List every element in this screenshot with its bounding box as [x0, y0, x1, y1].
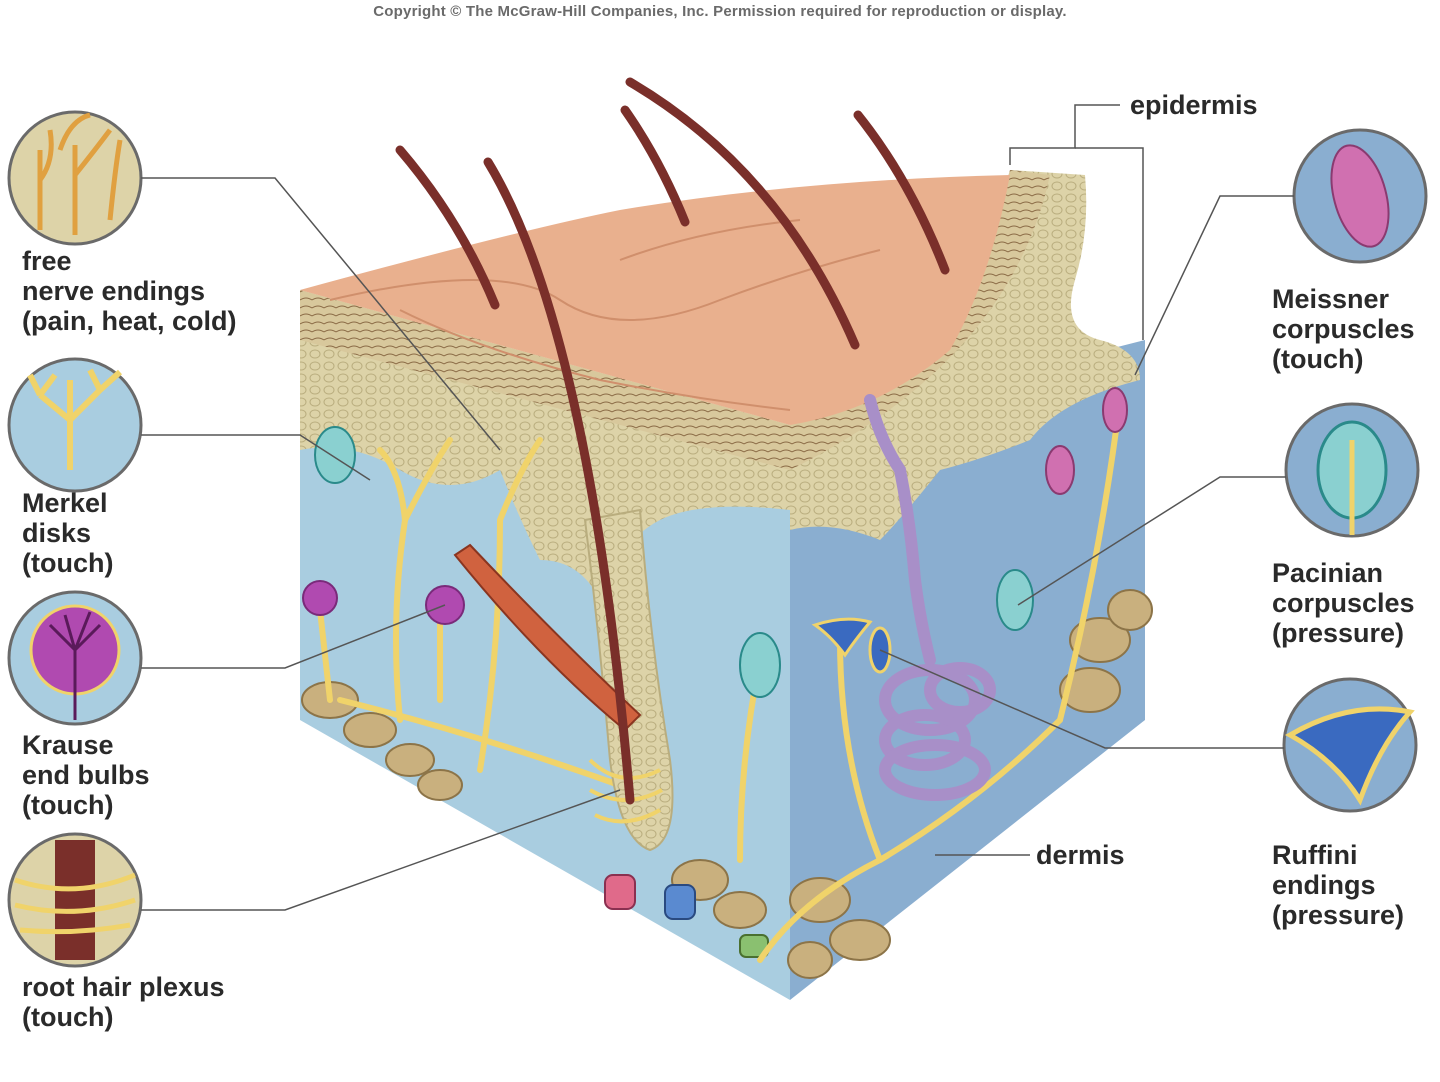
skin-block: [300, 77, 1153, 1000]
epidermis-right-layer: [790, 170, 1140, 540]
arrector-pili-muscle: [453, 543, 642, 732]
pacinian-corpuscle-in-skin-1: [739, 632, 781, 698]
ruffini-ending-in-skin: [811, 617, 873, 658]
inset-krause-end-bulbs: [7, 590, 143, 726]
pacinian-corpuscle-in-skin-2: [996, 569, 1034, 631]
meissner-corpuscle-in-skin-1: [1045, 445, 1075, 495]
leader-lines: [141, 104, 1294, 911]
sweat-gland-coil: [879, 662, 996, 801]
label-pacinian-corpuscles: Pacinian corpuscles (pressure): [1272, 558, 1415, 648]
meissner-corpuscle-in-skin-2: [1102, 387, 1128, 433]
vein-section: [664, 884, 696, 920]
label-merkel-disks: Merkel disks (touch): [22, 488, 114, 578]
fat-tissue: [301, 589, 1153, 979]
inset-meissner-corpuscles: [1292, 128, 1428, 264]
label-meissner-corpuscles: Meissner corpuscles (touch): [1272, 284, 1415, 374]
krause-bulb-in-skin-1: [302, 580, 338, 616]
label-ruffini-endings: Ruffini endings (pressure): [1272, 840, 1405, 930]
label-dermis: dermis: [1036, 840, 1125, 870]
stratum-corneum-left: [300, 290, 790, 470]
inset-root-hair-plexus: [7, 832, 143, 968]
sweat-gland-duct: [864, 394, 936, 666]
skin-surface: [300, 175, 1010, 425]
label-free-nerve-endings: free nerve endings (pain, heat, cold): [22, 246, 237, 336]
merkel-cell-in-skin: [314, 426, 356, 484]
copyright-notice: Copyright © The McGraw-Hill Companies, I…: [373, 3, 1067, 20]
inset-pacinian-corpuscles: [1284, 402, 1420, 538]
artery-section: [604, 874, 636, 910]
label-krause-end-bulbs: Krause end bulbs (touch): [22, 730, 150, 820]
label-epidermis: epidermis: [1130, 90, 1258, 120]
inset-merkel-disks: [7, 357, 143, 493]
inset-ruffini-endings: [1282, 677, 1418, 813]
label-root-hair-plexus: root hair plexus (touch): [22, 972, 225, 1032]
hairs: [395, 77, 950, 805]
inset-free-nerve-endings: [7, 110, 143, 246]
